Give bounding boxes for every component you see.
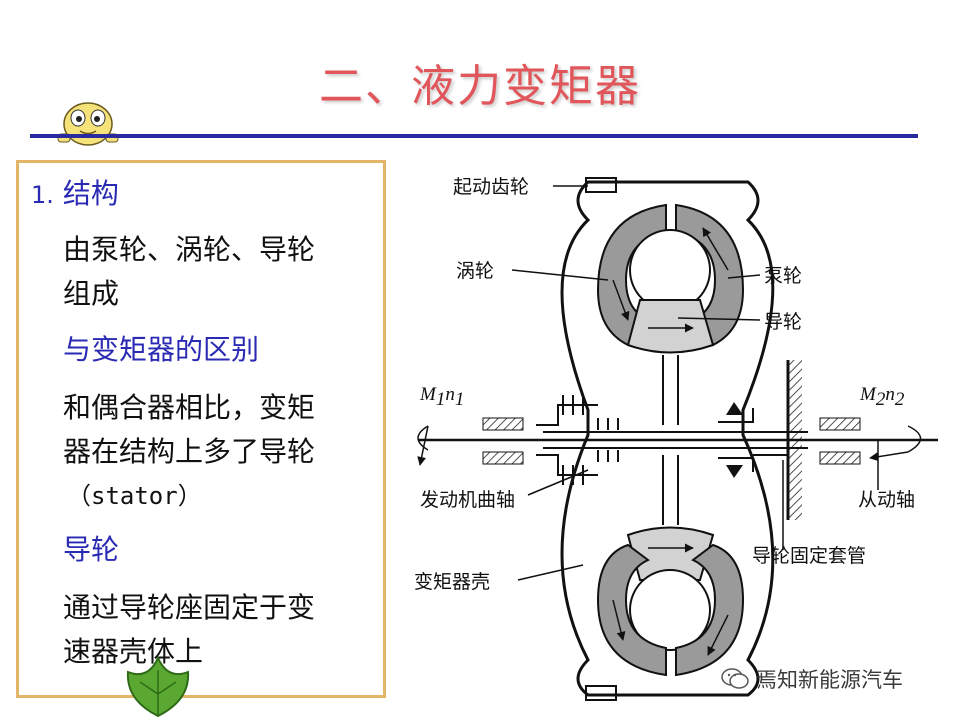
text-line: 由泵轮、涡轮、导轮: [63, 233, 316, 266]
watermark-text: 焉知新能源汽车: [756, 668, 903, 692]
text-line: 组成: [63, 277, 120, 310]
text-line: 速器壳体上: [63, 635, 204, 668]
upper-torus: [596, 203, 745, 354]
text-line: 和偶合器相比，变矩: [63, 391, 316, 424]
housing-outline: [560, 180, 775, 697]
label-input-torque-speed: M1n1: [419, 384, 464, 410]
lower-torus: [596, 526, 745, 677]
label-starter-gear: 起动齿轮: [453, 176, 529, 198]
text-line: 器在结构上多了导轮: [63, 435, 316, 468]
label-pump: 泵轮: [764, 265, 802, 287]
text-line: （stator）: [67, 482, 202, 510]
one-way-clutch-icon: [726, 402, 743, 415]
subheading-stator: 导轮: [63, 533, 120, 566]
mascot-icon: [57, 102, 119, 146]
leaf-icon: [126, 655, 190, 718]
label-output-torque-speed: M2n2: [859, 384, 905, 410]
wechat-icon: [721, 668, 749, 689]
turbine-blade-icon: [596, 543, 667, 677]
watermark: 焉知新能源汽车: [720, 664, 903, 694]
text-panel: 1. 结构 由泵轮、涡轮、导轮 组成 与变矩器的区别 和偶合器相比，变矩 器在结…: [16, 160, 386, 698]
title-divider: [30, 134, 918, 138]
label-stator-sleeve: 导轮固定套管: [752, 545, 866, 567]
pump-blade-icon: [675, 543, 745, 677]
label-turbine: 涡轮: [456, 260, 494, 282]
one-way-clutch-icon: [726, 465, 743, 478]
text-line: 通过导轮座固定于变: [63, 591, 316, 624]
label-stator: 导轮: [764, 311, 802, 333]
label-driven-shaft: 从动轴: [858, 489, 915, 511]
slide-title: 二、液力变矩器: [319, 61, 641, 112]
stator-blade-icon: [626, 299, 715, 354]
label-crankshaft: 发动机曲轴: [420, 489, 515, 511]
subheading-difference: 与变矩器的区别: [63, 333, 260, 366]
label-housing: 变矩器壳: [414, 571, 490, 593]
heading-structure: 1. 结构: [31, 177, 119, 210]
torque-converter-diagram: 起动齿轮 涡轮 泵轮 导轮 M1n1 M2n2 发动机曲轴 从动轴 导轮固定套管…: [414, 176, 938, 701]
